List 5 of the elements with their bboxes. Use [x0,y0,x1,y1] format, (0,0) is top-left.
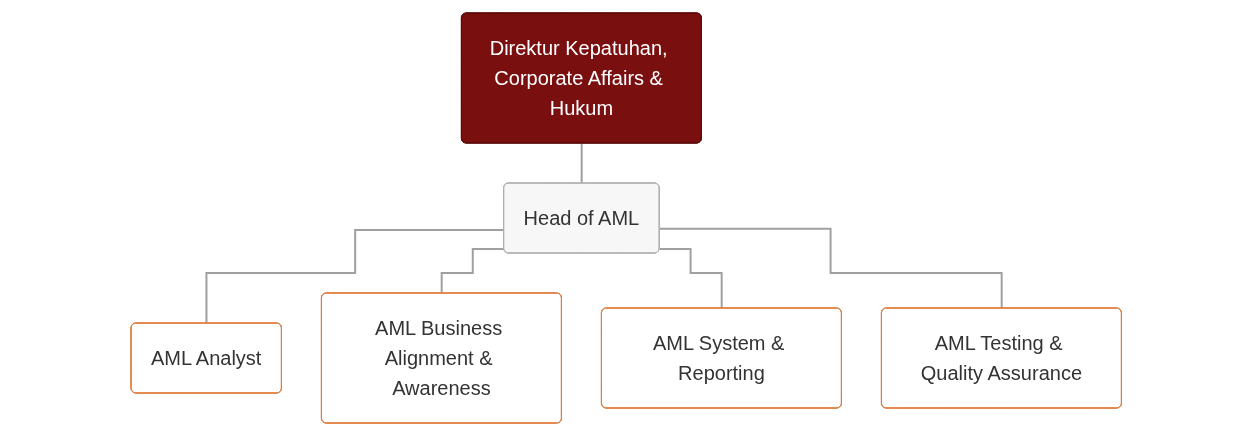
connector [440,247,505,294]
connector [205,228,505,324]
connector [658,227,1003,309]
connector [658,247,723,309]
connector [580,142,583,184]
